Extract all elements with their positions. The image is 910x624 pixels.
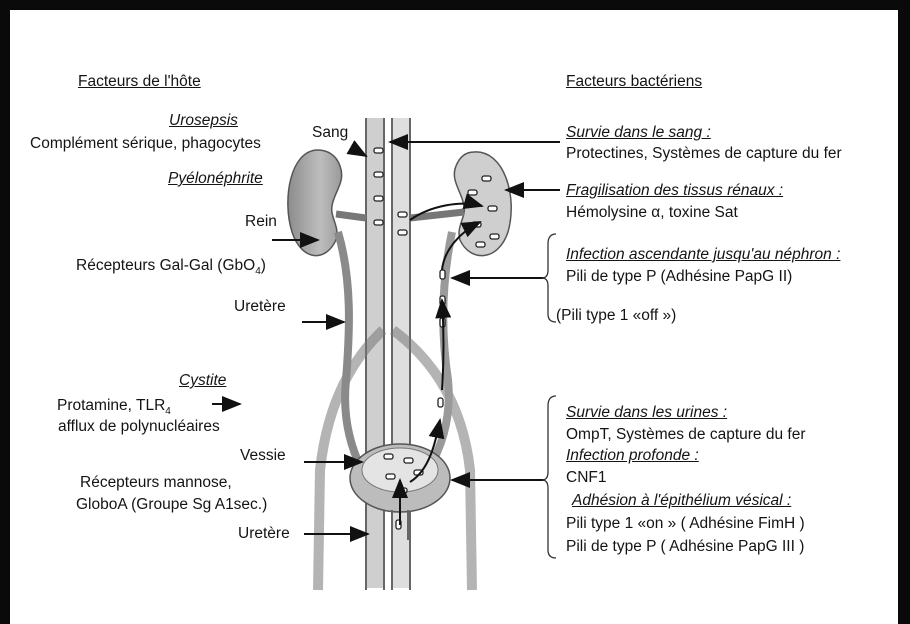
globoa-text: GloboA (Groupe Sg A1sec.) — [76, 496, 267, 514]
galgal-receptors: Récepteurs Gal-Gal (GbO4) — [76, 257, 266, 281]
cystitis-title: Cystite — [179, 372, 226, 390]
ascending-infection-title: Infection ascendante jusqu'au néphron : — [566, 246, 840, 264]
blood-label: Sang — [312, 124, 348, 142]
deep-infection-text: CNF1 — [566, 469, 606, 487]
adhesion-title: Adhésion à l'épithélium vésical : — [572, 492, 791, 510]
adhesion-text-2: Pili de type P ( Adhésine PapG III ) — [566, 538, 804, 556]
renal-fragilization-title: Fragilisation des tissus rénaux : — [566, 182, 783, 200]
afflux-text: afflux de polynucléaires — [58, 418, 220, 436]
kidney-label: Rein — [245, 213, 277, 231]
host-factors-header: Facteurs de l'hôte — [78, 73, 201, 91]
bladder-label: Vessie — [240, 447, 286, 465]
ascending-infection-text: Pili de type P (Adhésine PapG II) — [566, 268, 792, 286]
urine-survival-text: OmpT, Systèmes de capture du fer — [566, 426, 806, 444]
pyelonephritis-title: Pyélonéphrite — [168, 170, 263, 188]
bacterial-factors-header: Facteurs bactériens — [566, 73, 702, 91]
blood-survival-text: Protectines, Systèmes de capture du fer — [566, 145, 842, 163]
brackets — [542, 234, 556, 558]
urosepsis-title: Urosepsis — [169, 112, 238, 130]
ureter-label-top: Uretère — [234, 298, 286, 316]
urosepsis-text: Complément sérique, phagocytes — [30, 135, 261, 153]
renal-fragilization-text: Hémolysine α, toxine Sat — [566, 204, 738, 222]
pili-off-text: (Pili type 1 «off ») — [556, 307, 676, 325]
deep-infection-title: Infection profonde : — [566, 447, 699, 465]
ureter-label-bottom: Uretère — [238, 525, 290, 543]
urine-survival-title: Survie dans les urines : — [566, 404, 727, 422]
mannose-receptors: Récepteurs mannose, — [80, 474, 232, 492]
blood-survival-title: Survie dans le sang : — [566, 124, 711, 142]
adhesion-text-1: Pili type 1 «on » ( Adhésine FimH ) — [566, 515, 805, 533]
